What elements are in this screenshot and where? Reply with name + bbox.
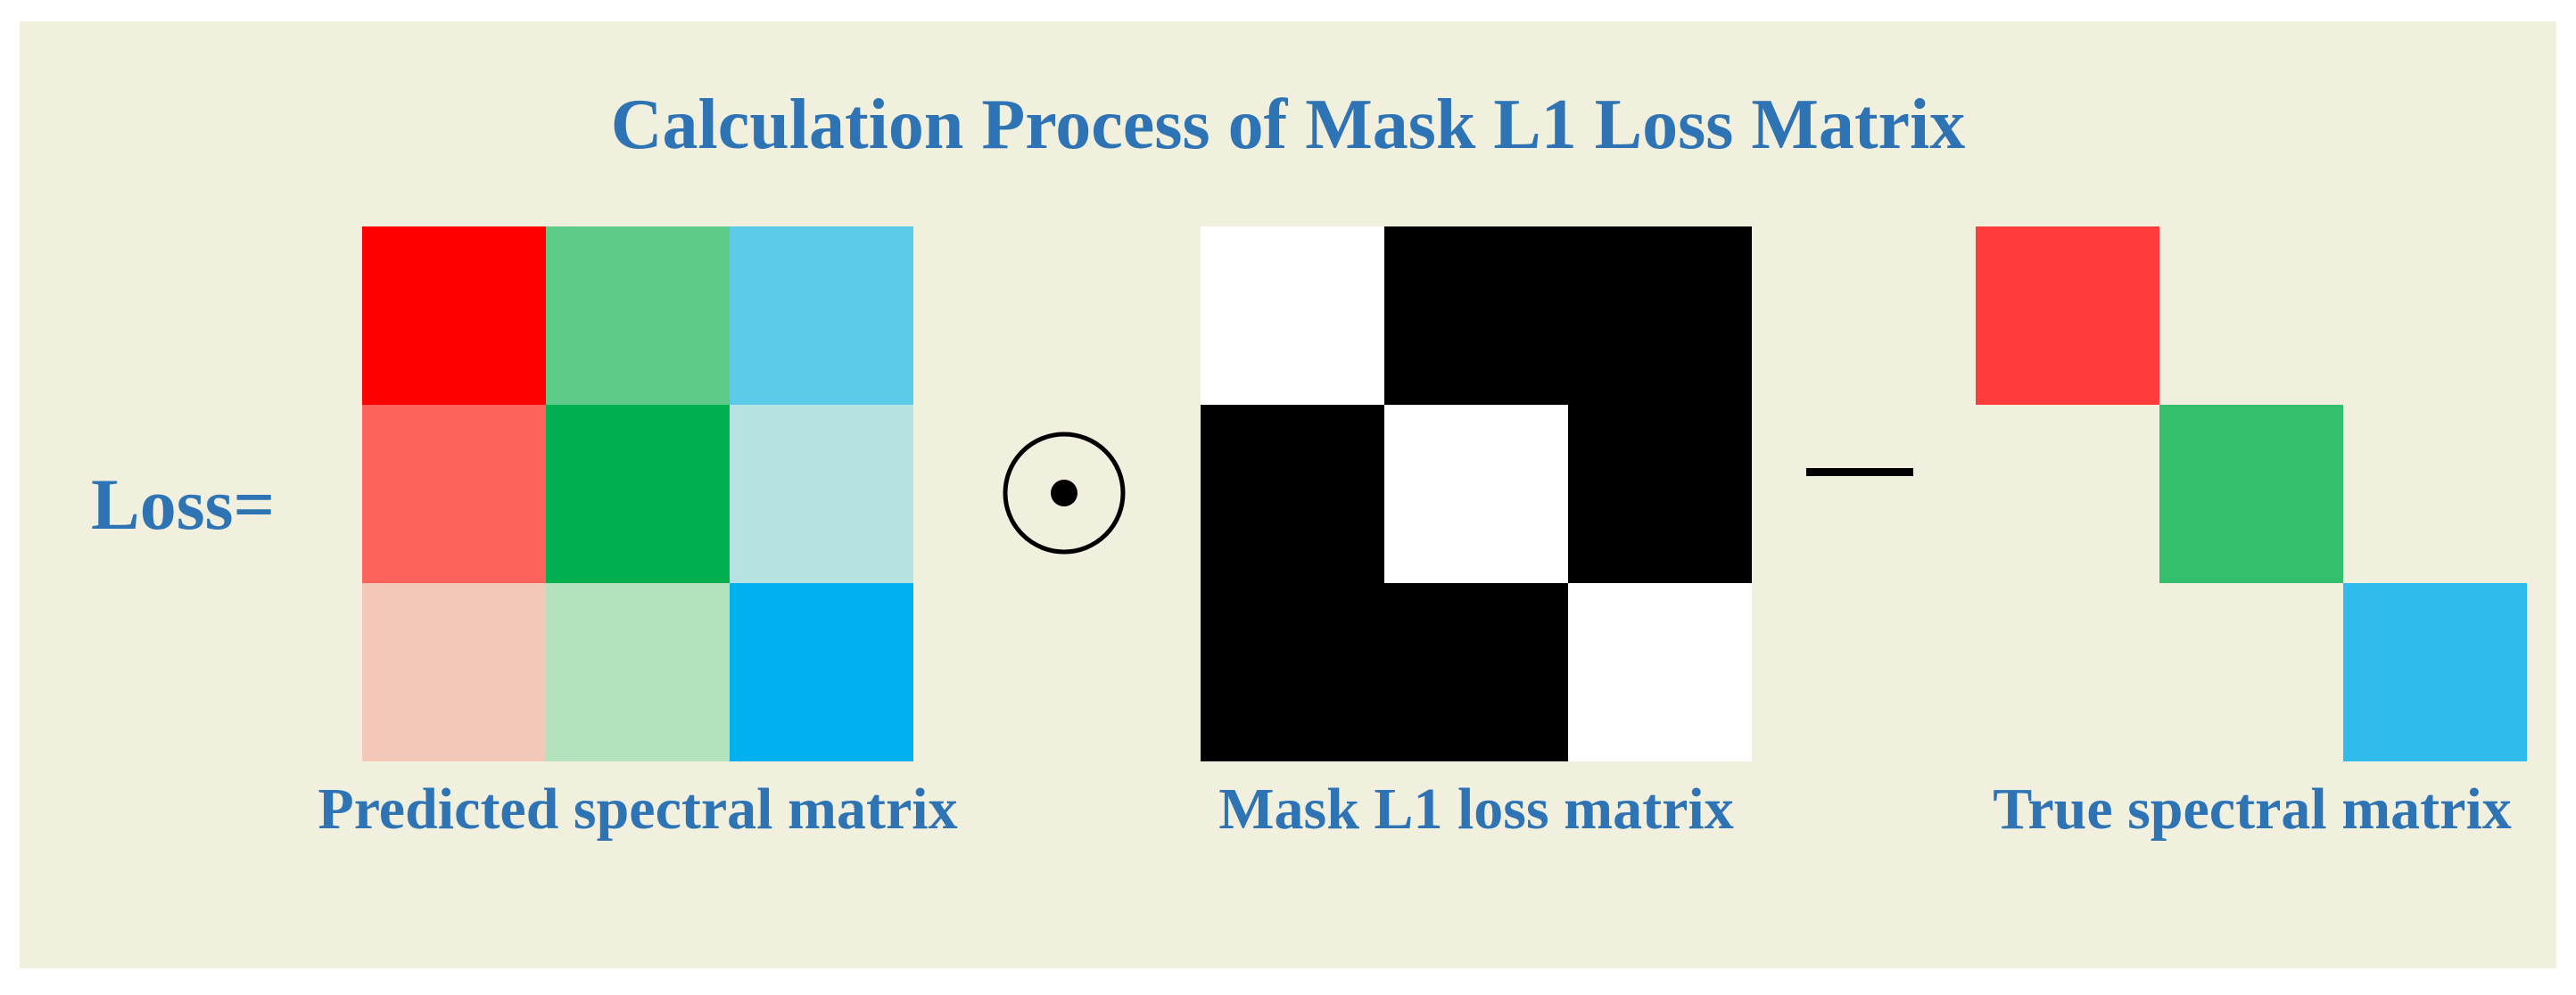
predicted-matrix-cell-r3-c1: [362, 583, 546, 761]
mask-matrix-caption: Mask L1 loss matrix: [1218, 777, 1734, 842]
true-spectral-matrix: [1976, 226, 2527, 761]
mask-matrix-cell-r2-c2: [1384, 405, 1568, 583]
mask-matrix-cell-r3-c2: [1384, 583, 1568, 761]
truth-matrix-cell-r2-c1: [1976, 405, 2159, 583]
mask-matrix-cell-r3-c3: [1568, 583, 1752, 761]
predicted-matrix-cell-r1-c2: [546, 226, 730, 405]
mask-matrix-cell-r1-c2: [1384, 226, 1568, 405]
mask-l1-loss-matrix: [1201, 226, 1752, 761]
mask-matrix-cell-r3-c1: [1201, 583, 1384, 761]
predicted-matrix-cell-r1-c1: [362, 226, 546, 405]
diagram-title: Calculation Process of Mask L1 Loss Matr…: [610, 86, 1966, 164]
predicted-matrix-cell-r3-c3: [730, 583, 913, 761]
predicted-matrix-cell-r2-c3: [730, 405, 913, 583]
truth-matrix-cell-r3-c1: [1976, 583, 2159, 761]
predicted-spectral-matrix: [362, 226, 913, 761]
predicted-matrix-cell-r2-c2: [546, 405, 730, 583]
elementwise-product-operator: [1003, 432, 1126, 555]
mask-matrix-cell-r1-c3: [1568, 226, 1752, 405]
predicted-matrix-cell-r3-c2: [546, 583, 730, 761]
predicted-matrix-caption: Predicted spectral matrix: [318, 777, 958, 842]
truth-matrix-cell-r1-c1: [1976, 226, 2159, 405]
true-matrix-caption: True spectral matrix: [1993, 777, 2512, 842]
predicted-matrix-cell-r1-c3: [730, 226, 913, 405]
truth-matrix-cell-r3-c2: [2159, 583, 2343, 761]
truth-matrix-cell-r3-c3: [2343, 583, 2527, 761]
mask-matrix-cell-r2-c1: [1201, 405, 1384, 583]
truth-matrix-cell-r1-c2: [2159, 226, 2343, 405]
truth-matrix-cell-r2-c2: [2159, 405, 2343, 583]
mask-matrix-cell-r1-c1: [1201, 226, 1384, 405]
truth-matrix-cell-r1-c3: [2343, 226, 2527, 405]
mask-matrix-cell-r2-c3: [1568, 405, 1752, 583]
truth-matrix-cell-r2-c3: [2343, 405, 2527, 583]
loss-label: Loss=: [91, 464, 276, 545]
predicted-matrix-cell-r2-c1: [362, 405, 546, 583]
minus-operator: [1806, 468, 1913, 476]
